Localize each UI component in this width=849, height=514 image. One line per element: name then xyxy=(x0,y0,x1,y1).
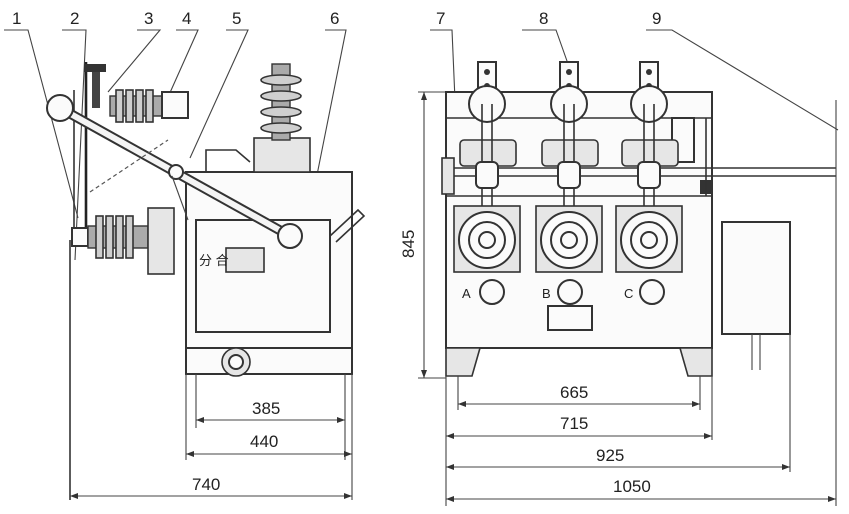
nameplate xyxy=(547,305,593,331)
dim-845: 845 xyxy=(399,230,418,258)
leader-6 xyxy=(315,29,347,181)
dim-385: 385 xyxy=(252,399,280,418)
lower-insulator xyxy=(71,207,175,275)
front-dimensions: 665 715 925 1050 xyxy=(445,100,837,506)
front-view: 845 xyxy=(399,61,836,379)
dim-740: 740 xyxy=(192,475,220,494)
control-box xyxy=(195,219,331,333)
side-dimensions: 385 440 740 xyxy=(70,374,353,500)
phase-c-label: C xyxy=(624,286,633,301)
callout-9: 9 xyxy=(652,9,661,28)
arm-pivot-right xyxy=(277,223,303,249)
callout-4: 4 xyxy=(182,9,191,28)
open-close-text: 分 合 xyxy=(199,253,229,268)
dim-1050: 1050 xyxy=(613,477,651,496)
leader-4 xyxy=(159,29,199,116)
phase-a-label: A xyxy=(462,286,471,301)
phase-a: A xyxy=(453,61,521,305)
arm-pivot-left xyxy=(46,94,74,122)
callout-7: 7 xyxy=(436,9,445,28)
dim-440: 440 xyxy=(250,432,278,451)
phase-b-label: B xyxy=(542,286,551,301)
top-bushing-base xyxy=(253,137,311,173)
dim-665: 665 xyxy=(560,383,588,402)
leader-9 xyxy=(646,29,839,131)
callout-3: 3 xyxy=(144,9,153,28)
side-view: 分 合 xyxy=(46,62,366,500)
dim-715: 715 xyxy=(560,414,588,433)
callout-6: 6 xyxy=(330,9,339,28)
upper-insulator xyxy=(109,89,189,123)
dim-925: 925 xyxy=(596,446,624,465)
callout-8: 8 xyxy=(539,9,548,28)
callouts: 1 2 3 4 5 6 7 8 9 xyxy=(4,9,839,261)
leader-7 xyxy=(430,29,456,101)
leader-1 xyxy=(4,29,79,219)
callout-5: 5 xyxy=(232,9,241,28)
callout-1: 1 xyxy=(12,9,21,28)
side-base xyxy=(185,347,353,375)
leader-3 xyxy=(107,29,162,93)
terminal-top-icon xyxy=(84,64,106,72)
leader-2 xyxy=(62,29,87,261)
phase-c: C xyxy=(615,61,683,305)
front-cabinet xyxy=(721,221,791,335)
callout-2: 2 xyxy=(70,9,79,28)
top-insulator xyxy=(260,63,302,141)
open-close-indicator xyxy=(225,247,265,273)
leader-5 xyxy=(189,29,249,159)
phase-b: B xyxy=(535,61,603,305)
